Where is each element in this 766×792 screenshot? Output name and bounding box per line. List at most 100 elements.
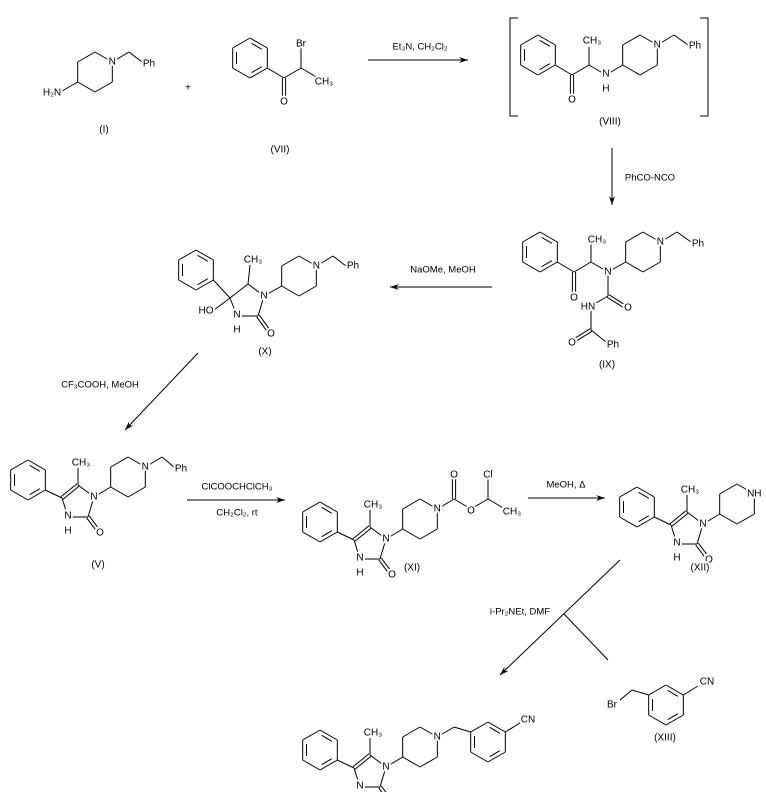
nitrogen-label: N: [699, 519, 706, 530]
piperidine-bond: [736, 513, 755, 525]
bond: [696, 523, 704, 545]
compound-label: (V): [91, 560, 104, 571]
phenyl-label: Ph: [143, 59, 155, 70]
bond: [213, 297, 231, 311]
arrow-shaft: [124, 352, 199, 431]
reagent-step6: MeOH, Δ: [546, 480, 586, 491]
bond: [332, 255, 347, 267]
double-bond: [669, 510, 687, 525]
double-bond: [606, 296, 624, 308]
bond: [128, 51, 143, 63]
double-bond: [380, 785, 387, 792]
double-bond: [354, 755, 372, 770]
benzene-bond: [619, 486, 638, 498]
compound-label: (XI): [404, 563, 420, 574]
bond: [337, 759, 355, 769]
compound-label: (X): [258, 347, 271, 358]
benzene-bond: [232, 37, 251, 49]
benzene-bond: [319, 501, 338, 513]
bromine-label: Br: [607, 700, 618, 711]
nitrogen-label: N: [604, 267, 611, 278]
arrowhead-icon: [390, 284, 399, 290]
nitrile-label: CN: [521, 715, 535, 726]
reagent-step7: i-Pr₂NEt, DMF: [490, 607, 550, 618]
compound-label: (VIII): [599, 117, 621, 128]
piperidine-bond: [402, 528, 421, 540]
piperidine-nitrogen-label: N: [657, 237, 664, 248]
aromatic-bond: [197, 278, 209, 286]
nitrogen-label: N: [64, 511, 71, 522]
piperidine-bond: [298, 285, 317, 297]
arrows-layer: [124, 57, 621, 676]
piperidine-bond: [298, 255, 317, 267]
bond: [353, 767, 361, 788]
benzene-bond: [522, 261, 541, 273]
bond: [657, 34, 675, 46]
benzene-bond: [539, 261, 558, 273]
intermediate-bracket: [509, 17, 709, 117]
aromatic-bond: [638, 491, 650, 499]
benzene-bond: [302, 531, 321, 543]
piperidine-bond: [622, 34, 641, 46]
bond: [607, 261, 626, 273]
piperidine-nitrogen-label: N: [434, 732, 441, 743]
benzene-bond: [195, 279, 214, 291]
piperidine-bond: [402, 756, 421, 768]
reagent-step5b: CH₂Cl₂, rt: [216, 508, 258, 519]
bond: [676, 231, 692, 243]
benzene-bond: [10, 459, 29, 471]
benzene-bond: [302, 759, 321, 771]
arrowhead-icon: [459, 57, 468, 63]
aromatic-bond: [321, 734, 333, 742]
reagent-step5a: ClCOOCHClCH₃: [202, 482, 273, 493]
double-bond: [62, 485, 80, 500]
nitrogen-label: N: [382, 534, 389, 545]
benzene-bond: [178, 249, 197, 261]
benzene-bond: [522, 231, 541, 243]
nitrogen-label: N: [260, 291, 267, 302]
bond: [161, 456, 175, 468]
bond: [619, 689, 633, 701]
aromatic-bond: [638, 515, 650, 523]
oxygen-label: O: [624, 303, 632, 314]
piperidine-bond: [127, 486, 146, 498]
benzene-bond: [249, 67, 268, 79]
benzene-bond: [27, 489, 46, 501]
methyl-label: CH₃: [503, 507, 522, 518]
aromatic-bond: [29, 464, 41, 472]
piperidine-bond: [281, 285, 300, 297]
piperidine-bond: [719, 483, 738, 495]
compound-label: (IX): [599, 360, 615, 371]
bond: [590, 329, 607, 343]
aromatic-bond: [541, 236, 553, 244]
bond: [229, 283, 249, 299]
reaction-arrow-step1: [368, 57, 468, 63]
bond: [573, 261, 592, 273]
bond: [337, 531, 355, 541]
piperidine-bond: [419, 498, 438, 510]
oxygen-label: O: [568, 338, 576, 349]
phenyl-label: Ph: [692, 239, 704, 250]
oxygen-label: O: [568, 95, 576, 106]
double-bond: [256, 316, 268, 332]
phenyl-label: Ph: [607, 340, 619, 351]
hydroxyl-label: HO: [199, 306, 214, 317]
benzene-bond: [665, 684, 684, 696]
benzene-bond: [10, 489, 29, 501]
arrowhead-icon: [596, 495, 605, 501]
hydrogen-label: H: [64, 526, 71, 537]
bond: [557, 261, 575, 273]
piperidine-bond: [77, 81, 96, 93]
aromatic-bond: [539, 63, 551, 71]
oxygen-label: O: [280, 97, 288, 108]
reaction-arrow-step6: [528, 495, 605, 501]
amide-nh-label: HN: [581, 302, 595, 313]
aromatic-bond: [667, 713, 679, 721]
double-bond: [697, 542, 708, 556]
benzene-bond: [302, 501, 321, 513]
aromatic-bond: [321, 506, 333, 514]
bond: [437, 498, 455, 510]
bond: [283, 67, 302, 79]
bond: [505, 722, 521, 733]
